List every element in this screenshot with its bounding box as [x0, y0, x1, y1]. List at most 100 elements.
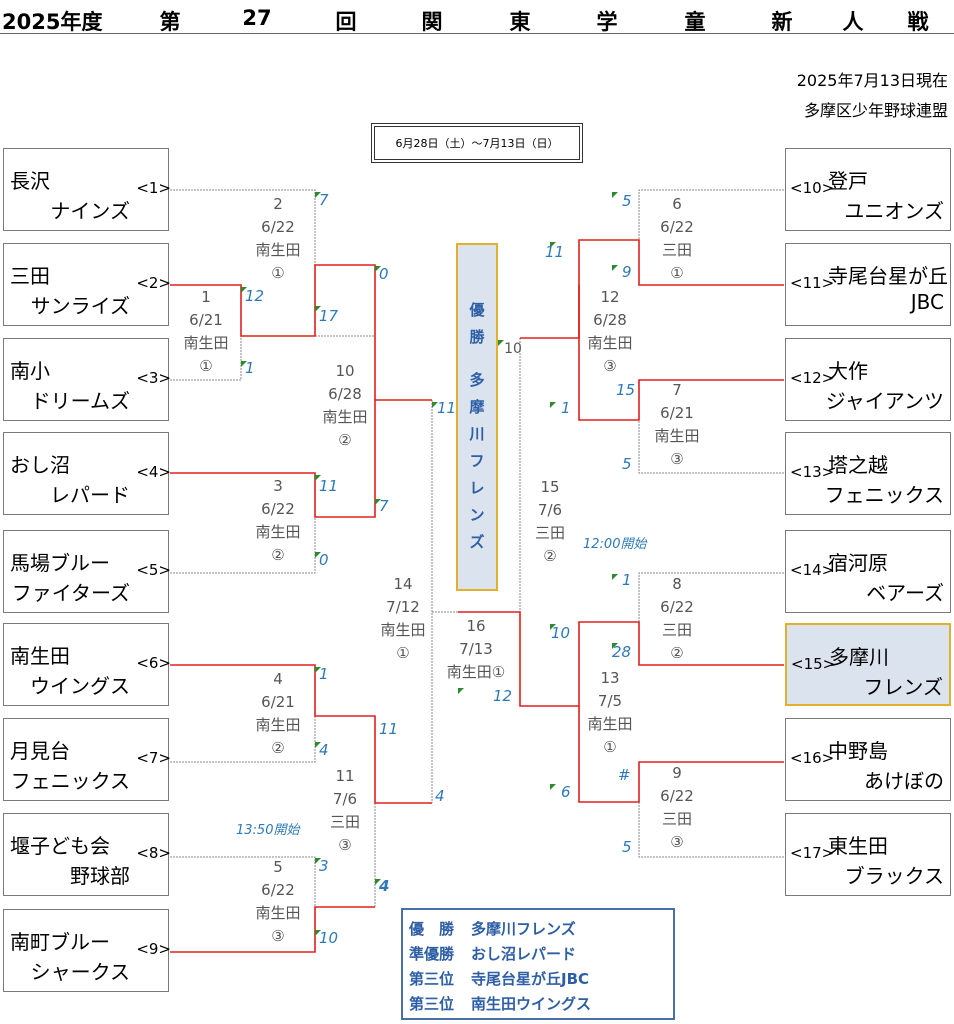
- date-range-box: 6月28日（土）～7月13日（日）: [374, 126, 580, 160]
- team-seed: <1>: [136, 179, 171, 197]
- flag-icon: [315, 930, 321, 936]
- team-name-2: ブラックス: [844, 864, 944, 888]
- score: 3: [319, 857, 329, 875]
- game-field: 南生田: [380, 621, 426, 639]
- score: 1: [622, 571, 632, 589]
- flag-icon: [315, 475, 321, 481]
- team-card-champion: <15>多摩川フレンズ: [785, 623, 951, 706]
- team-seed: <7>: [136, 749, 171, 767]
- score: 12: [245, 287, 265, 305]
- team-card: <17>東生田ブラックス: [785, 813, 951, 896]
- flag-icon: [315, 306, 321, 312]
- result-row: 第三位南生田ウイングス: [409, 993, 591, 1014]
- team-name: 塔之越: [828, 453, 888, 477]
- champion-name-char: ズ: [469, 533, 485, 551]
- score: 1: [561, 399, 571, 417]
- game-field: 南生田: [255, 241, 301, 259]
- team-seed: <17>: [790, 844, 835, 862]
- game-no: 8: [672, 575, 682, 593]
- flag-icon: [375, 266, 381, 272]
- team-card: 長沢ナインズ<1>: [3, 148, 171, 231]
- game-slot: ②: [543, 547, 557, 565]
- title-char: 戦: [907, 10, 929, 34]
- game-field: 南生田: [322, 408, 368, 426]
- score: 1: [319, 665, 329, 683]
- team-name-2: あけぼの: [864, 769, 944, 793]
- score: 17: [319, 307, 339, 325]
- team-name-2: フレンズ: [863, 675, 943, 699]
- game-no: 10: [335, 362, 355, 380]
- result-row: 第三位寺尾台星が丘JBC: [409, 968, 589, 989]
- game-date: 6/22: [660, 598, 694, 616]
- team-card: 月見台フェニックス<7>: [3, 718, 171, 801]
- team-name: 南町ブルー: [10, 930, 110, 954]
- game-no: 13: [600, 669, 620, 687]
- team-card: 南生田ウイングス<6>: [3, 623, 171, 706]
- team-name-2: レパード: [50, 483, 130, 507]
- game-no: 3: [273, 477, 283, 495]
- game-field: 三田: [534, 524, 565, 542]
- team-name: 堰子ども会: [10, 834, 110, 858]
- game-field: 三田: [661, 621, 692, 639]
- team-name: 宿河原: [828, 551, 888, 575]
- result-rank: 優 勝: [409, 920, 455, 938]
- score: 28: [612, 643, 632, 661]
- game-slot: ③: [338, 836, 352, 854]
- game-no: 1: [201, 288, 211, 306]
- champion-name-char: フ: [469, 452, 485, 470]
- team-card: 南町ブルーシャークス<9>: [3, 909, 171, 992]
- game-field: 南生田: [587, 334, 633, 352]
- game-slot: ②: [338, 431, 352, 449]
- game-no: 15: [540, 478, 560, 496]
- game-no: 2: [273, 195, 283, 213]
- score: 12: [493, 687, 513, 705]
- page-title: 2025年度 第 27 回 関 東 学 童 新 人 戦: [0, 0, 954, 34]
- team-name: 長沢: [10, 169, 50, 193]
- team-seed: <15>: [791, 655, 836, 673]
- result-rank: 準優勝: [409, 945, 455, 963]
- game-date: 6/21: [189, 311, 223, 329]
- game-no: 5: [273, 858, 283, 876]
- team-name-2: ユニオンズ: [844, 199, 944, 223]
- game-slot: ③: [670, 833, 684, 851]
- game-date: 6/22: [261, 881, 295, 899]
- flag-icon: [550, 242, 556, 248]
- team-name: 馬場ブルー: [10, 551, 110, 575]
- game-slot: ①: [396, 644, 410, 662]
- team-name: 南生田: [10, 644, 70, 668]
- score: 4: [319, 741, 329, 759]
- flag-icon: [612, 574, 618, 580]
- team-name: 三田: [10, 264, 50, 288]
- score: 0: [379, 265, 389, 283]
- team-name: おし沼: [10, 453, 70, 477]
- start-time-note: 13:50開始: [236, 823, 300, 838]
- title-char: 学: [596, 10, 618, 34]
- result-row: 優 勝多摩川フレンズ: [409, 918, 576, 939]
- game-no: 6: [672, 195, 682, 213]
- game-date: 7/13: [459, 640, 493, 658]
- team-name: 月見台: [10, 739, 70, 763]
- champion-box: 優 勝 多 摩 川 フ レ ン ズ: [456, 243, 498, 591]
- result-team: 南生田ウイングス: [471, 995, 592, 1013]
- flag-icon: [498, 340, 504, 346]
- score: 1: [245, 359, 255, 377]
- score: 10: [551, 624, 571, 642]
- flag-icon: [315, 858, 321, 864]
- score: 10: [319, 929, 339, 947]
- title-rule: [0, 33, 954, 34]
- game-slot: ①: [670, 264, 684, 282]
- game-field: 三田: [329, 813, 360, 831]
- score: 11: [545, 243, 565, 261]
- team-name-2: フェニックス: [824, 483, 944, 507]
- game-no: 16: [466, 617, 486, 635]
- flag-icon: [375, 879, 381, 885]
- flag-icon: [550, 624, 556, 630]
- team-card: <10>登戸ユニオンズ: [785, 148, 951, 231]
- result-row: 準優勝おし沼レパード: [409, 943, 576, 964]
- game-slot: ②: [271, 739, 285, 757]
- score: 5: [622, 192, 632, 210]
- game-field: 南生田: [587, 715, 633, 733]
